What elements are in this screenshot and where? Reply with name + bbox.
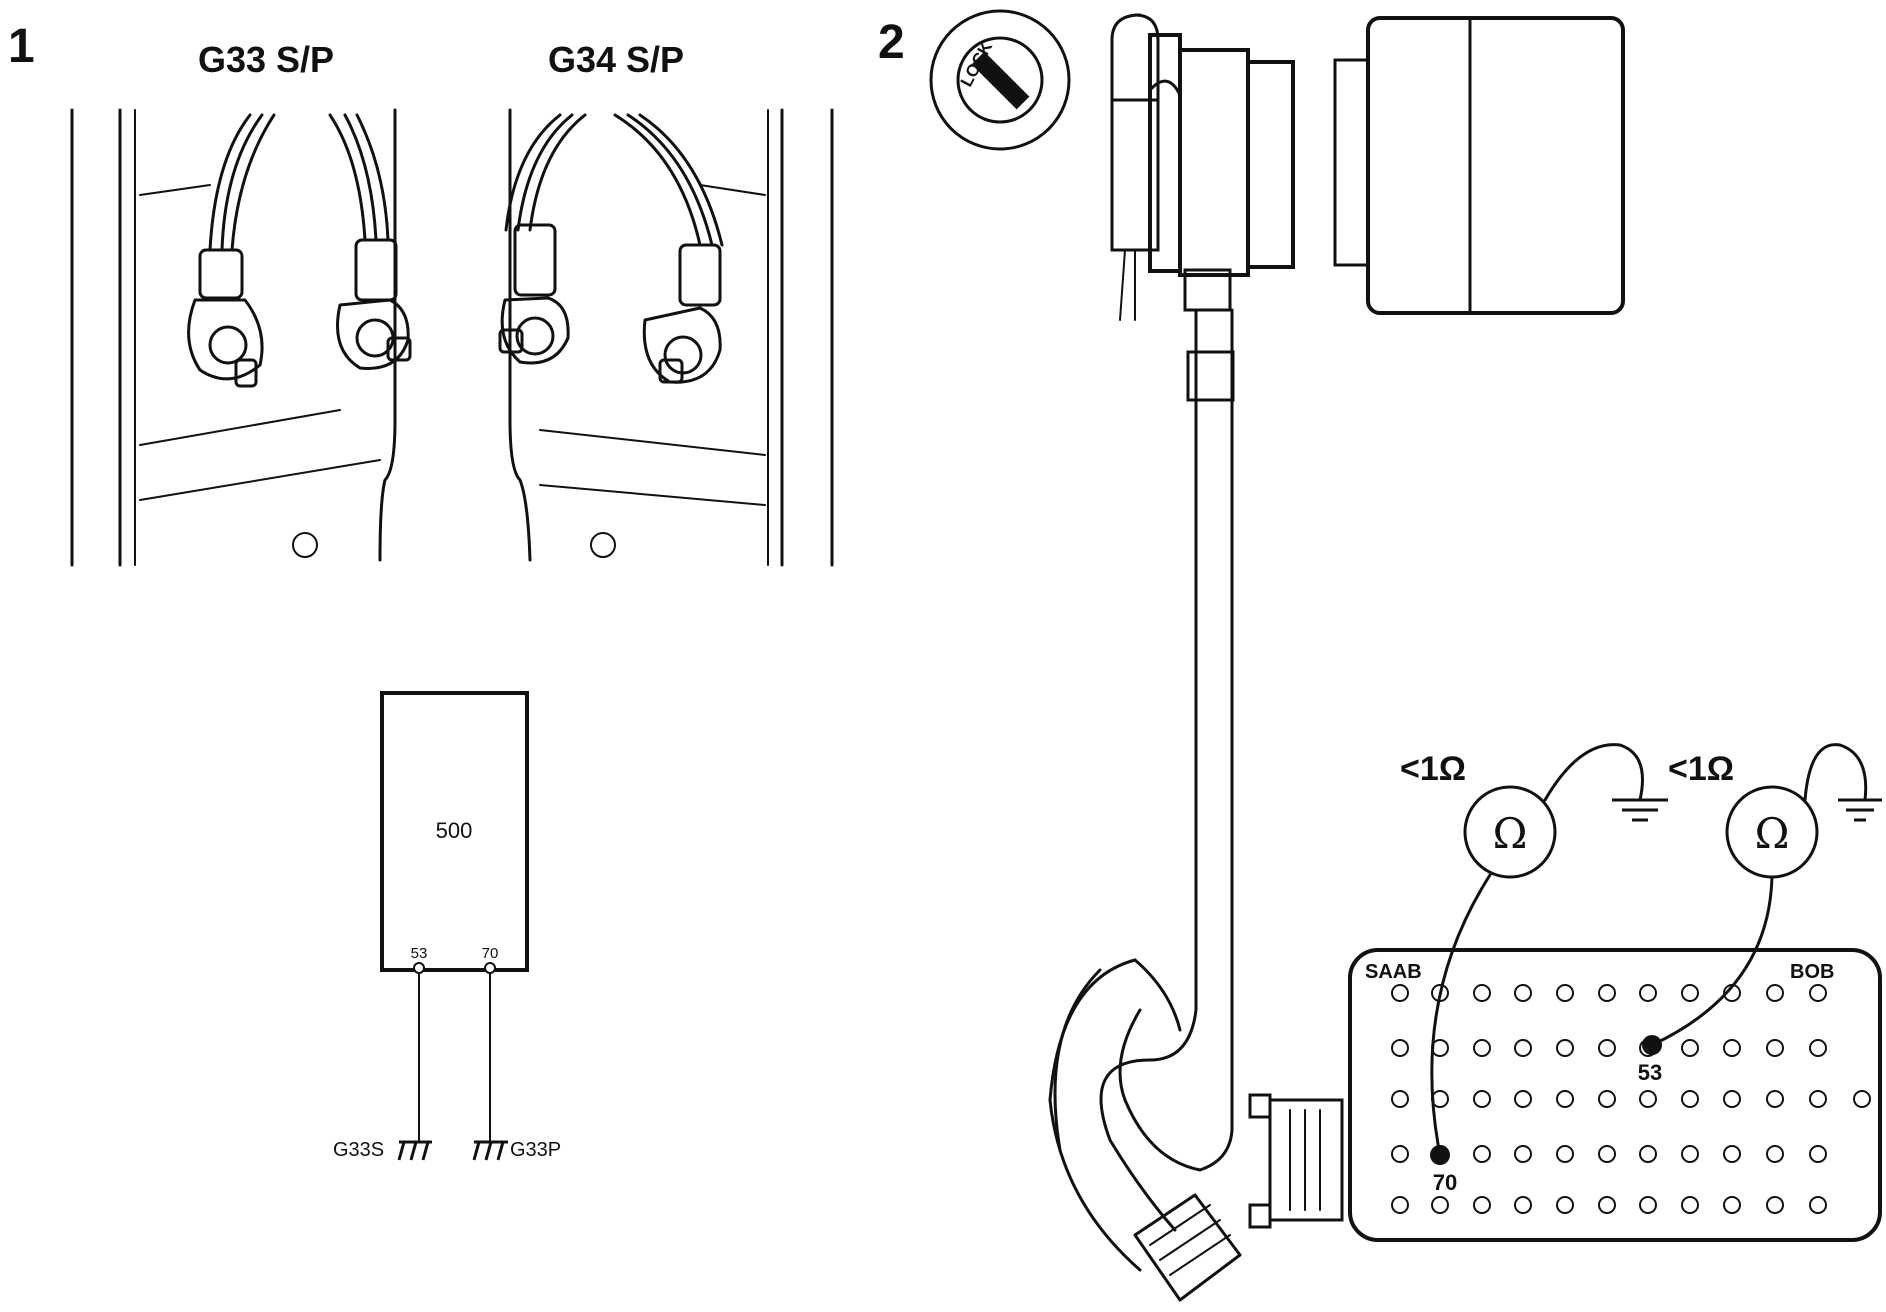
breakout-pin: [1473, 1039, 1491, 1057]
control-unit-500: [380, 691, 529, 972]
pin-70: [484, 962, 496, 974]
breakout-pin: [1766, 1039, 1784, 1057]
breakout-pin: [1809, 1039, 1827, 1057]
breakout-pin: [1639, 1090, 1657, 1108]
panel-1-illustration: G33 S/P G34 S/P: [70, 39, 834, 567]
knock-sensor-g34s: [498, 113, 587, 365]
probe-tip-53: [1642, 1035, 1662, 1055]
reading-1: <1Ω: [1400, 750, 1466, 788]
breakout-pin: [1473, 1196, 1491, 1214]
breakout-pin: [1598, 984, 1616, 1002]
adapter-cable: [1048, 308, 1344, 1302]
breakout-pin: [1681, 1196, 1699, 1214]
breakout-pin: [1391, 1145, 1409, 1163]
breakout-pin: [1391, 1090, 1409, 1108]
breakout-pin: [1556, 1145, 1574, 1163]
label-g34-sp: G34 S/P: [548, 39, 684, 80]
breakout-pin: [1766, 984, 1784, 1002]
breakout-pin: [1514, 1090, 1532, 1108]
breakout-pin: [1514, 1039, 1532, 1057]
breakout-pin: [1681, 984, 1699, 1002]
step-number-1: 1: [8, 20, 35, 73]
box-brand-label: SAAB: [1365, 961, 1422, 983]
breakout-pin: [1556, 1090, 1574, 1108]
ground-label-g33s: G33S: [333, 1139, 384, 1161]
ground-icon: [1612, 798, 1668, 822]
breakout-pin: [1598, 1039, 1616, 1057]
breakout-pin: [1723, 1145, 1741, 1163]
breakout-pin: [1766, 1145, 1784, 1163]
breakout-pin: [1723, 1196, 1741, 1214]
breakout-pin: [1473, 1145, 1491, 1163]
breakout-pin: [1391, 1196, 1409, 1214]
breakout-pin: [1766, 1196, 1784, 1214]
breakout-pin: [1514, 1196, 1532, 1214]
pin-label-53: 53: [1638, 1060, 1662, 1085]
reading-2: <1Ω: [1668, 750, 1734, 788]
meter-symbol-1: Ω: [1493, 809, 1528, 858]
breakout-pin: [1853, 1090, 1871, 1108]
label-g33-sp: G33 S/P: [198, 39, 334, 80]
breakout-pin: [1556, 1196, 1574, 1214]
pin-label-70: 70: [1433, 1170, 1457, 1195]
ohmmeter-icon: Ω: [1725, 785, 1819, 879]
meter-leads: [1430, 873, 1774, 1165]
knock-sensor-g33p: [328, 113, 412, 370]
breakout-pin: [1556, 984, 1574, 1002]
breakout-pin: [1723, 1090, 1741, 1108]
bracket-right: [508, 108, 834, 567]
bracket-left: [70, 108, 397, 567]
knock-sensor-g34p: [613, 113, 724, 384]
breakout-pin: [1639, 984, 1657, 1002]
pin-label-53: 53: [411, 945, 428, 962]
pin-label-70: 70: [482, 945, 499, 962]
breakout-pin: [1431, 1196, 1449, 1214]
pin-grid: [1391, 984, 1871, 1214]
pin-53: [413, 962, 425, 974]
step-number-2: 2: [878, 16, 905, 69]
ground-lead-1: [1543, 743, 1644, 802]
breakout-pin: [1514, 1145, 1532, 1163]
break-out-box: SAAB BOB 53 70: [1348, 948, 1882, 1242]
breakout-pin: [1598, 1196, 1616, 1214]
wiring-schematic: 500 53 70 G33S G33P: [333, 691, 561, 1161]
breakout-pin: [1809, 1090, 1827, 1108]
breakout-pin: [1809, 1196, 1827, 1214]
ground-icon: [1838, 798, 1882, 822]
breakout-pin: [1809, 984, 1827, 1002]
knock-sensor-g33s: [187, 113, 276, 388]
box-name-label: BOB: [1790, 961, 1834, 983]
breakout-pin: [1809, 1145, 1827, 1163]
ground-lead-2: [1803, 743, 1868, 802]
breakout-pin: [1514, 984, 1532, 1002]
meter-symbol-2: Ω: [1755, 809, 1790, 858]
ignition-lock-icon: LOCK: [929, 9, 1071, 151]
breakout-pin: [1473, 984, 1491, 1002]
chassis-ground-icon: [397, 1140, 432, 1161]
ground-label-g33p: G33P: [510, 1139, 561, 1161]
control-module: [1110, 13, 1625, 402]
breakout-pin: [1681, 1039, 1699, 1057]
breakout-pin: [1681, 1145, 1699, 1163]
breakout-pin: [1391, 984, 1409, 1002]
breakout-pin: [1681, 1090, 1699, 1108]
breakout-pin: [1598, 1090, 1616, 1108]
breakout-pin: [1766, 1090, 1784, 1108]
probe-tip-70: [1430, 1145, 1450, 1165]
ohmmeter-icon: Ω: [1463, 785, 1557, 879]
breakout-pin: [1556, 1039, 1574, 1057]
breakout-pin: [1598, 1145, 1616, 1163]
unit-number: 500: [436, 818, 473, 843]
breakout-pin: [1639, 1145, 1657, 1163]
breakout-pin: [1639, 1196, 1657, 1214]
breakout-pin: [1723, 1039, 1741, 1057]
chassis-ground-icon: [472, 1140, 508, 1161]
breakout-pin: [1391, 1039, 1409, 1057]
breakout-pin: [1473, 1090, 1491, 1108]
